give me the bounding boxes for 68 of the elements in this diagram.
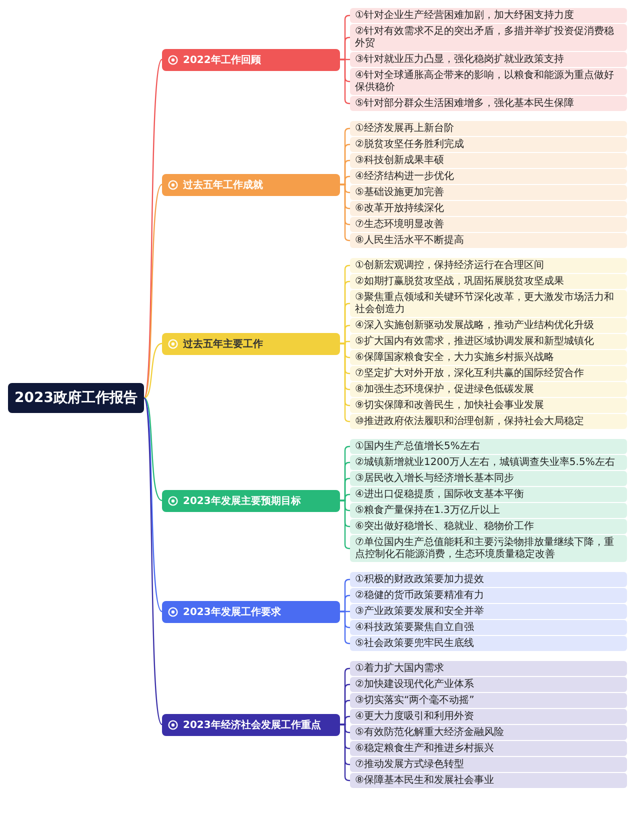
- connector-line: [143, 398, 162, 612]
- leaf-topic-box: ⑧加强生态环境保护，促进绿色低碳发展: [350, 382, 627, 397]
- branch-title: 2023年发展主要预期目标: [183, 494, 301, 508]
- leaf-topic-box: ③产业政策要发展和安全并举: [350, 604, 627, 619]
- connector-line: [340, 610, 350, 644]
- branch-title: 过去五年工作成就: [183, 178, 263, 192]
- branch-topic-box: [162, 332, 340, 354]
- connector-line: [340, 500, 350, 550]
- root-topic-box: 2023政府工作报告: [8, 383, 144, 413]
- leaf-topic-box: ③居民收入增长与经济增长基本同步: [350, 471, 627, 486]
- connector-line: [143, 398, 163, 725]
- leaf-topic-box: ③针对就业压力凸显，强化稳岗扩就业政策支持: [350, 52, 627, 67]
- leaf-topic-box: ①积极的财政政策要加力提效: [350, 572, 627, 587]
- branch-title: 2023年发展工作要求: [183, 606, 281, 618]
- leaf-topic-box: ⑤社会政策要兜牢民生底线: [350, 636, 627, 651]
- leaf-topic-box: ②脱贫攻坚任务胜利完成: [350, 137, 627, 152]
- branch-title: 2023年经济社会发展工作重点: [183, 718, 321, 732]
- leaf-topic-box: ③科技创新成果丰硕: [350, 153, 627, 168]
- branch-topic-box: [162, 174, 340, 196]
- leaf-topic-box: ④进出口促稳提质，国际收支基本平衡: [350, 487, 627, 502]
- leaf-topic-box: ⑥稳定粮食生产和推进乡村振兴: [350, 741, 627, 756]
- branch-topic-box: [162, 490, 340, 512]
- leaf-topic-box: ⑤扩大国内有效需求，推进区域协调发展和新型城镇化: [350, 334, 627, 349]
- branch-topic-box: [162, 600, 340, 622]
- branch-topic-box: [162, 714, 340, 736]
- leaf-topic-box: ⑧人民生活水平不断提高: [350, 233, 627, 248]
- connector-line: [143, 184, 162, 398]
- connector-line: [340, 58, 350, 104]
- leaf-topic-box: ①国内生产总值增长5%左右: [350, 439, 627, 454]
- leaf-topic-box: ⑨切实保障和改善民生，加快社会事业发展: [350, 398, 627, 413]
- leaf-topic-box: ④经济结构进一步优化: [350, 169, 627, 184]
- leaf-topic-box: ⑥改革开放持续深化: [350, 201, 627, 216]
- leaf-topic-box: ⑦生态环境明显改善: [350, 217, 627, 232]
- leaf-topic-box: ①创新宏观调控，保持经济运行在合理区间: [350, 258, 627, 273]
- connector-line: [143, 59, 163, 398]
- leaf-topic-box: ③切实落实“两个毫不动摇”: [350, 693, 627, 708]
- leaf-topic-box: ①经济发展再上新台阶: [350, 121, 627, 136]
- branch-title: 过去五年主要工作: [183, 337, 263, 350]
- leaf-topic-box: ⑦单位国内生产总值能耗和主要污染物排放量继续下降，重点控制化石能源消费，生态环境质量稳定改善: [350, 535, 627, 562]
- leaf-topic-box: ①着力扩大国内需求: [350, 661, 627, 676]
- leaf-topic-box: ④科技政策要聚焦自立自强: [350, 620, 627, 635]
- leaf-topic-box: ②城镇新增就业1200万人左右，城镇调查失业率5.5%左右: [350, 455, 627, 470]
- connector-line: [340, 724, 350, 782]
- leaf-topic-box: ②针对有效需求不足的突出矛盾，多措并举扩投资促消费稳外贸: [350, 24, 627, 51]
- leaf-topic-box: ⑥突出做好稳增长、稳就业、稳物价工作: [350, 519, 627, 534]
- leaf-topic-box: ②加快建设现代化产业体系: [350, 677, 627, 692]
- leaf-topic-box: ①针对企业生产经营困难加剧，加大纾困支持力度: [350, 8, 627, 23]
- leaf-topic-box: ⑤粮食产量保持在1.3万亿斤以上: [350, 503, 627, 518]
- leaf-topic-box: ③聚焦重点领域和关键环节深化改革，更大激发市场活力和社会创造力: [350, 290, 627, 317]
- leaf-topic-box: ⑤针对部分群众生活困难增多，强化基本民生保障: [350, 96, 627, 111]
- leaf-topic-box: ⑥保障国家粮食安全，大力实施乡村振兴战略: [350, 350, 627, 365]
- leaf-topic-box: ⑧保障基本民生和发展社会事业: [350, 773, 627, 788]
- leaf-topic-box: ⑤有效防范化解重大经济金融风险: [350, 725, 627, 740]
- leaf-topic-box: ⑤基础设施更加完善: [350, 185, 627, 200]
- leaf-topic-box: ④更大力度吸引和利用外资: [350, 709, 627, 724]
- leaf-topic-box: ②稳健的货币政策要精准有力: [350, 588, 627, 603]
- connector-line: [340, 184, 350, 242]
- branch-title: 2022年工作回顾: [183, 54, 261, 66]
- leaf-topic-box: ⑦坚定扩大对外开放，深化互利共赢的国际经贸合作: [350, 366, 627, 381]
- leaf-topic-box: ⑩推进政府依法履职和治理创新，保持社会大局稳定: [350, 414, 627, 429]
- branch-topic-box: [162, 48, 340, 70]
- leaf-topic-box: ④针对全球通胀高企带来的影响，以粮食和能源为重点做好保供稳价: [350, 68, 627, 95]
- connector-line: [144, 342, 162, 399]
- connector-line: [144, 398, 162, 501]
- leaf-topic-box: ④深入实施创新驱动发展战略，推动产业结构优化升级: [350, 318, 627, 333]
- leaf-topic-box: ②如期打赢脱贫攻坚战，巩固拓展脱贫攻坚成果: [350, 274, 627, 289]
- connector-line: [340, 342, 350, 422]
- leaf-topic-box: ⑦推动发展方式绿色转型: [350, 757, 627, 772]
